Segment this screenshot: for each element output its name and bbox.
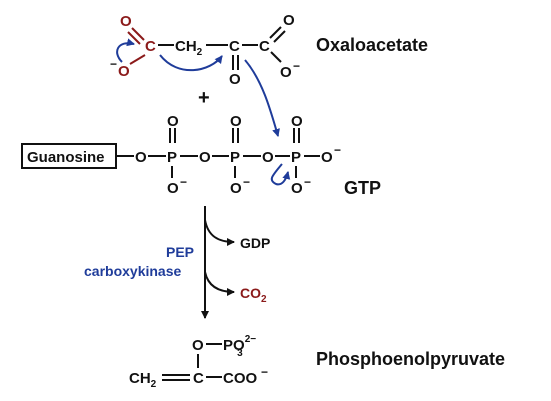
gtp-o4-charge: − (334, 143, 341, 157)
oxa-bond-c3o-a (269, 26, 282, 39)
pep-ch2: CH2 (129, 370, 157, 390)
gtp-pb-charge: − (243, 175, 250, 189)
pep-structure: O PO2−3 C CH2 COO − (129, 334, 268, 390)
gtp-p-beta: P (230, 149, 240, 166)
gtp-pg-o-minus: O (291, 180, 303, 197)
oxa-bond-c1-ominus (129, 54, 146, 65)
gtp-o3: O (262, 149, 274, 166)
pep-coo-charge: − (261, 365, 268, 379)
gtp-pb-o-minus: O (230, 180, 242, 197)
oxa-bond-c3o-b (273, 30, 286, 43)
oxa-bond-co-dbl-a (131, 27, 145, 41)
enzyme-name-line1: PEP (166, 244, 194, 260)
gtp-pg-o-top: O (291, 113, 303, 130)
gtp-pa-charge: − (180, 175, 187, 189)
gtp-o1: O (135, 149, 147, 166)
curly-arrow-op-bond-cleave (270, 163, 291, 186)
gtp-pb-o-top: O (230, 113, 242, 130)
gtp-pa-o-minus: O (167, 180, 179, 197)
curly-arrow-enolate-to-gtp (244, 59, 280, 137)
label-oxaloacetate: Oxaloacetate (316, 35, 428, 55)
enzyme-name-line2: carboxykinase (84, 263, 181, 279)
label-phosphoenolpyruvate: Phosphoenolpyruvate (316, 349, 505, 369)
pep-coo: COO (223, 370, 258, 387)
oxa-c2-o: O (229, 71, 241, 88)
gtp-pg-charge: − (304, 175, 311, 189)
pep-po3: PO2−3 (223, 334, 256, 359)
oxa-ch2: CH2 (175, 38, 203, 58)
oxa-c2: C (229, 38, 240, 55)
oxa-bond-co-dbl-b (127, 31, 141, 45)
curly-arrow-c1ch2-to-c2 (159, 54, 223, 72)
product-gdp: GDP (240, 235, 270, 251)
oxa-o-topleft: O (120, 13, 132, 30)
oxa-c3-o-top: O (283, 12, 295, 29)
oxa-bond-c3-ominus (270, 51, 282, 63)
curly-arrow-ominus-to-c1 (116, 38, 135, 63)
gtp-structure: Guanosine O P O O − O P O O − O P O O − … (21, 113, 341, 197)
co2-release-arrow (204, 271, 235, 296)
plus-sign: + (198, 87, 210, 109)
gtp-o4: O (321, 149, 333, 166)
oxa-c1: C (145, 38, 156, 55)
gdp-release-arrow (204, 219, 235, 246)
oxa-o-minus-charge: − (110, 57, 117, 71)
oxa-c3-o-minus-charge: − (293, 59, 300, 73)
label-guanosine: Guanosine (27, 149, 105, 166)
oxa-o-minus: O (118, 63, 130, 80)
gtp-o2: O (199, 149, 211, 166)
oxaloacetate-structure: O C O − CH2 C O C O O − (110, 12, 300, 88)
oxa-c3: C (259, 38, 270, 55)
pep-c2: C (193, 370, 204, 387)
pep-o: O (192, 337, 204, 354)
oxa-c3-o-minus: O (280, 64, 292, 81)
label-gtp: GTP (344, 178, 381, 198)
gtp-p-gamma: P (291, 149, 301, 166)
gtp-p-alpha: P (167, 149, 177, 166)
gtp-pa-o-top: O (167, 113, 179, 130)
product-co2: CO2 (240, 285, 267, 305)
